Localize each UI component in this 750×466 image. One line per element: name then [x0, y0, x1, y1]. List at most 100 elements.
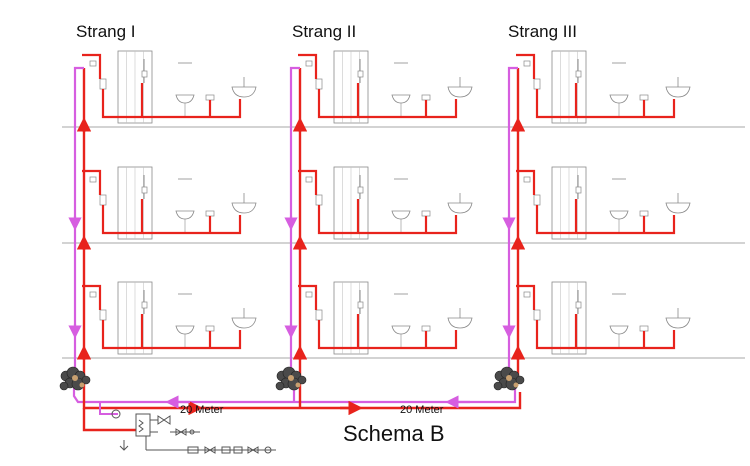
washbasin: [175, 94, 195, 104]
sink: [447, 202, 473, 214]
shower-mixer: [357, 70, 364, 78]
washbasin: [609, 325, 629, 335]
supply-branch-upper: [516, 169, 536, 195]
sink: [447, 317, 473, 329]
floor-lines: [62, 126, 745, 359]
meter-fitting: [99, 78, 107, 90]
valve-handle: [79, 382, 85, 388]
valve-body: [493, 381, 503, 391]
wall-fitting: [523, 176, 531, 183]
sink: [231, 202, 257, 214]
bathroom-unit: [516, 50, 691, 124]
meter-fitting: [315, 309, 323, 321]
valve-handle: [295, 382, 301, 388]
shower-mixer: [141, 301, 148, 309]
bathroom-unit: [298, 166, 473, 240]
bathroom-unit: [82, 166, 257, 240]
tap: [421, 94, 431, 101]
supply-feed-pipe: [82, 408, 136, 432]
shower-mixer: [575, 186, 582, 194]
wall-fitting: [305, 60, 313, 67]
water-heater: [111, 409, 276, 454]
bathroom-unit: [82, 50, 257, 124]
riser-valve-assemblies: [59, 366, 525, 391]
sink: [665, 317, 691, 329]
supply-branch-pipe: [101, 320, 242, 350]
valve-body: [515, 375, 525, 385]
tap: [421, 210, 431, 217]
supply-main-pipe: [82, 374, 522, 410]
meter-fitting: [533, 194, 541, 206]
meter-fitting: [315, 194, 323, 206]
supply-branch-upper: [82, 169, 102, 195]
bathroom-unit: [82, 281, 257, 355]
supply-branch-upper: [298, 53, 318, 79]
washbasin: [609, 94, 629, 104]
check-valve-icon: [119, 445, 129, 451]
circulation-riser: [289, 66, 300, 384]
valve-handle: [288, 375, 294, 381]
tap: [639, 210, 649, 217]
circulation-riser: [73, 66, 84, 384]
distance-label-2: 20 Meter: [400, 404, 444, 416]
bathroom-unit: [298, 50, 473, 124]
tap: [205, 210, 215, 217]
wall-fitting: [89, 176, 97, 183]
supply-branch-upper: [298, 169, 318, 195]
tap: [205, 94, 215, 101]
valve-body: [297, 375, 307, 385]
meter-fitting: [315, 78, 323, 90]
riser-valve-cluster-icon: [59, 366, 91, 391]
tap: [205, 325, 215, 332]
strang-1-label: Strang I: [76, 22, 136, 41]
valve-body: [275, 381, 285, 391]
sink: [665, 86, 691, 98]
shower-mixer: [575, 301, 582, 309]
washbasin: [609, 210, 629, 220]
riser-valve-cluster-icon: [275, 366, 307, 391]
supply-branch-pipe: [317, 89, 458, 119]
supply-branch-upper: [82, 53, 102, 79]
washbasin: [175, 210, 195, 220]
bathroom-units: [82, 50, 691, 355]
washbasin: [391, 210, 411, 220]
washbasin: [391, 325, 411, 335]
shower-mixer: [357, 186, 364, 194]
sink: [231, 86, 257, 98]
valve-handle: [506, 375, 512, 381]
supply-branch-pipe: [317, 205, 458, 235]
schema-title: Schema B: [343, 421, 445, 446]
mixing-valve-icon: [157, 415, 171, 425]
supply-branch-pipe: [101, 89, 242, 119]
heat-exchanger-icon: [138, 419, 144, 433]
distance-label-1: 20 Meter: [180, 404, 224, 416]
bathroom-unit: [516, 166, 691, 240]
wall-fitting: [523, 60, 531, 67]
supply-branch-upper: [82, 284, 102, 310]
meter-fitting: [99, 194, 107, 206]
wall-fitting: [305, 291, 313, 298]
shower-mixer: [575, 70, 582, 78]
shower-mixer: [357, 301, 364, 309]
valve-body: [81, 375, 91, 385]
supply-branch-pipe: [535, 89, 676, 119]
shower-mixer: [141, 186, 148, 194]
circulation-main-pipe: [72, 376, 517, 404]
shower-mixer: [141, 70, 148, 78]
tap: [639, 325, 649, 332]
supply-branch-pipe: [535, 205, 676, 235]
drain-icon: [264, 446, 272, 454]
meter-fitting: [99, 309, 107, 321]
strang-2-label: Strang II: [292, 22, 356, 41]
wall-fitting: [89, 60, 97, 67]
tap: [421, 325, 431, 332]
wall-fitting: [523, 291, 531, 298]
washbasin: [391, 94, 411, 104]
storage-tank-icon: [135, 413, 151, 437]
circulation-riser: [507, 66, 518, 384]
valve-handle: [72, 375, 78, 381]
valve-body: [59, 381, 69, 391]
sink: [447, 86, 473, 98]
supply-branch-pipe: [317, 320, 458, 350]
